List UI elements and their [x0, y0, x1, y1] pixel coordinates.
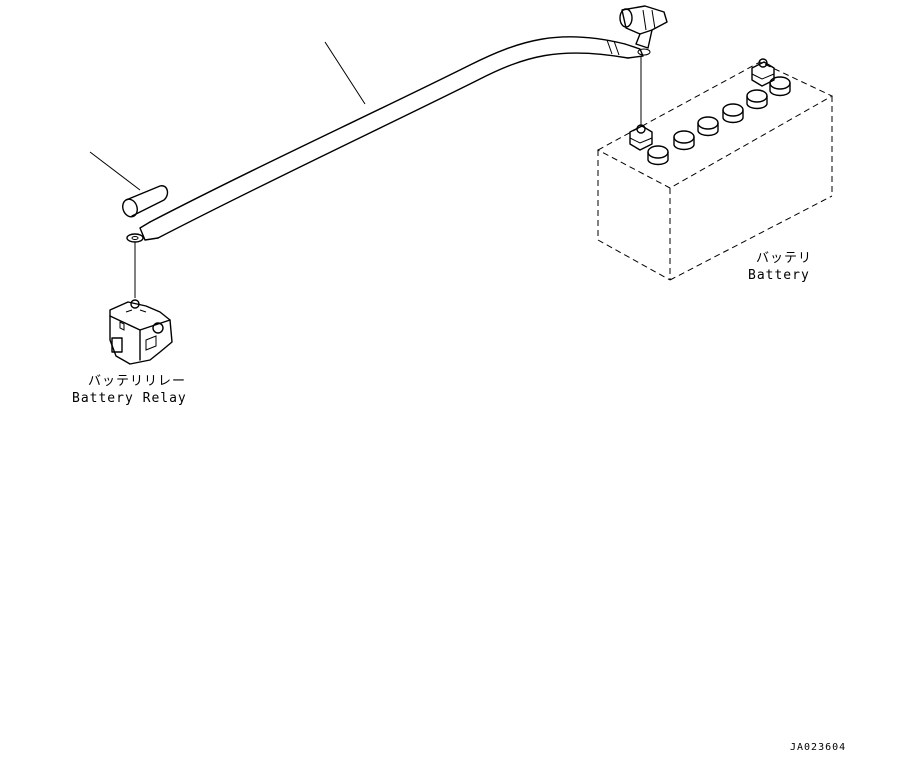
battery-cable	[126, 36, 651, 243]
battery-label-english: Battery	[748, 268, 810, 283]
relay-label-japanese: バッテリリレー	[88, 374, 186, 389]
battery-relay	[109, 299, 173, 365]
drawing-code: JA023604	[790, 742, 846, 753]
battery-terminal-negative	[629, 124, 653, 151]
battery-terminal-positive	[751, 58, 775, 87]
battery	[596, 58, 834, 281]
battery-label-japanese: バッテリ	[756, 251, 812, 266]
terminal-cap	[122, 185, 169, 218]
battery-cell-caps	[647, 76, 791, 166]
relay-label-english: Battery Relay	[72, 391, 187, 406]
cap-leader-line	[89, 151, 141, 191]
battery-terminal-cap	[619, 5, 668, 49]
cable-leader-line	[324, 41, 366, 105]
